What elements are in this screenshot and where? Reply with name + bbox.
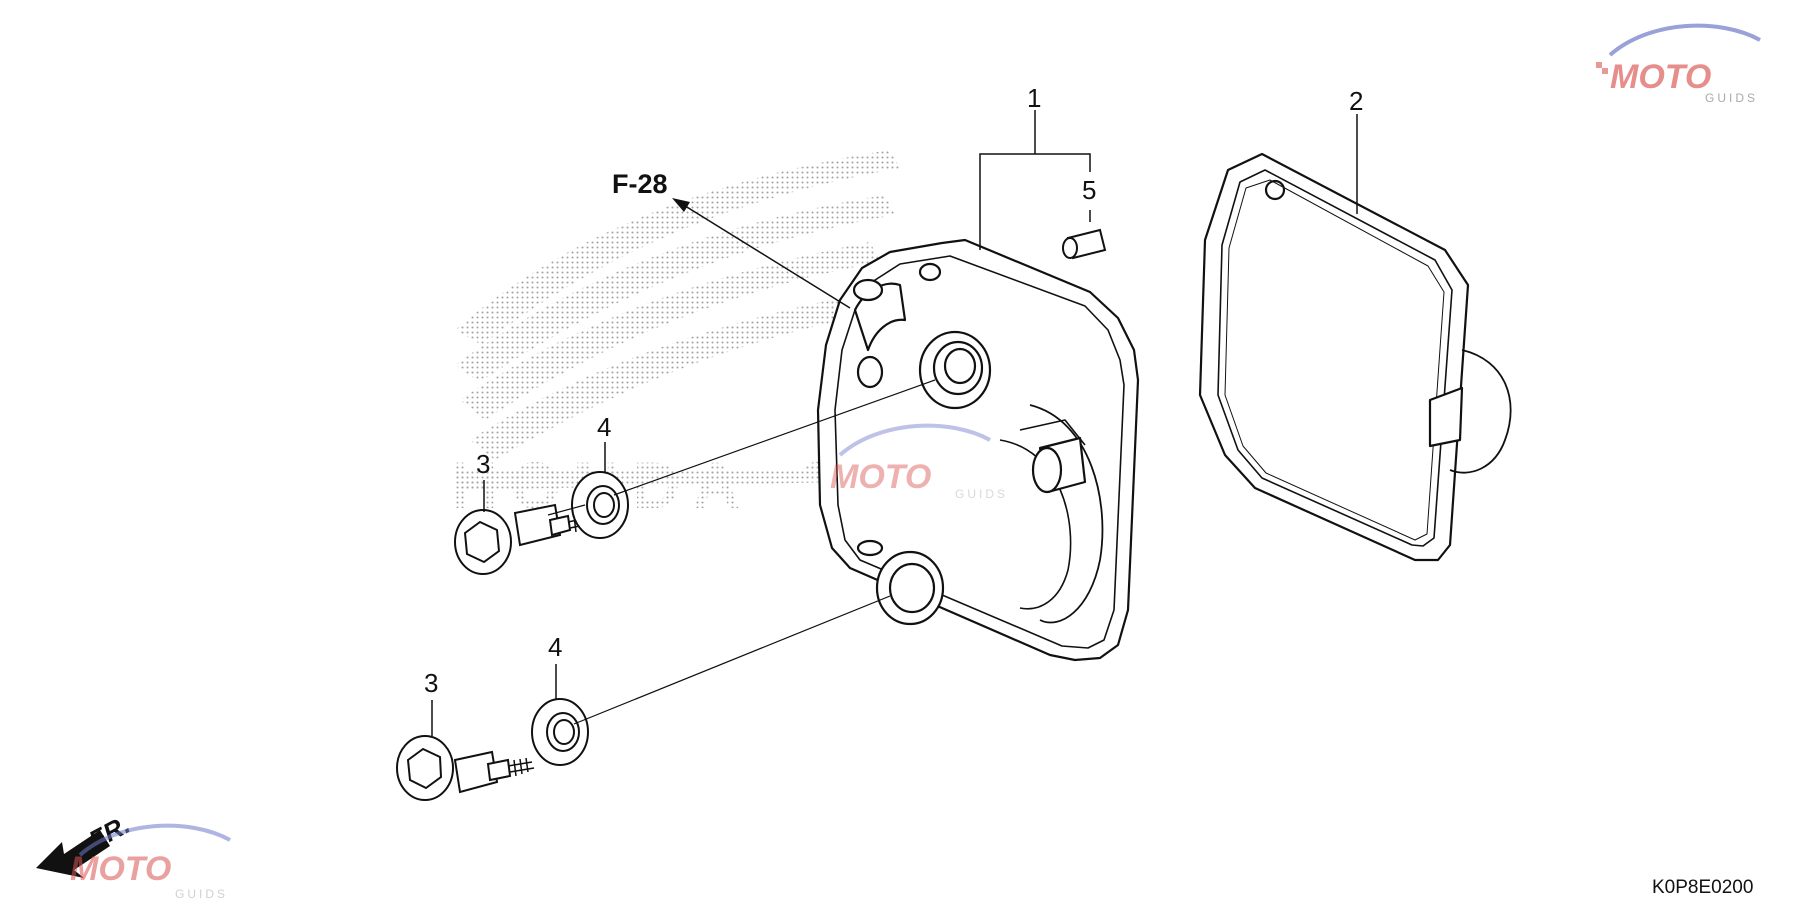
- reference-label: F-28: [612, 169, 668, 199]
- upper-flange-bolt: [454, 503, 595, 575]
- callout-4-lower: 4: [548, 632, 562, 662]
- lower-grommet-washer: [531, 698, 589, 766]
- callout-1: 1: [1027, 83, 1041, 113]
- callout-3-lower: 3: [424, 668, 438, 698]
- watermark-center-sub: GUIDS: [955, 487, 1008, 501]
- lower-flange-bolt: [396, 735, 535, 801]
- reference-arrow: [672, 198, 851, 309]
- watermark-bl-brand: MOTO: [70, 850, 171, 888]
- upper-grommet-washer: [571, 471, 629, 539]
- watermark-bl-sub: GUIDS: [175, 887, 228, 901]
- watermark-sub: GUIDS: [1705, 91, 1758, 105]
- watermark-brand: MOTO: [1610, 58, 1711, 96]
- callout-2: 2: [1349, 86, 1363, 116]
- cylinder-head-cover: [816, 238, 1140, 662]
- callout-3-upper: 3: [476, 449, 490, 479]
- watermark-center-brand: MOTO: [830, 458, 931, 496]
- head-cover-gasket: [1198, 152, 1512, 562]
- assembly-lines: [547, 379, 936, 725]
- callout-5: 5: [1082, 175, 1096, 205]
- dowel-pin: [1062, 228, 1107, 260]
- watermark-top-right: MOTO GUIDS: [1596, 23, 1761, 105]
- callout-4-upper: 4: [597, 412, 611, 442]
- watermark-center: MOTO GUIDS: [830, 423, 1008, 501]
- callout-leaders: [431, 110, 1358, 736]
- watermark-bottom-left: MOTO GUIDS: [70, 823, 231, 901]
- diagram-code: K0P8E0200: [1652, 877, 1753, 898]
